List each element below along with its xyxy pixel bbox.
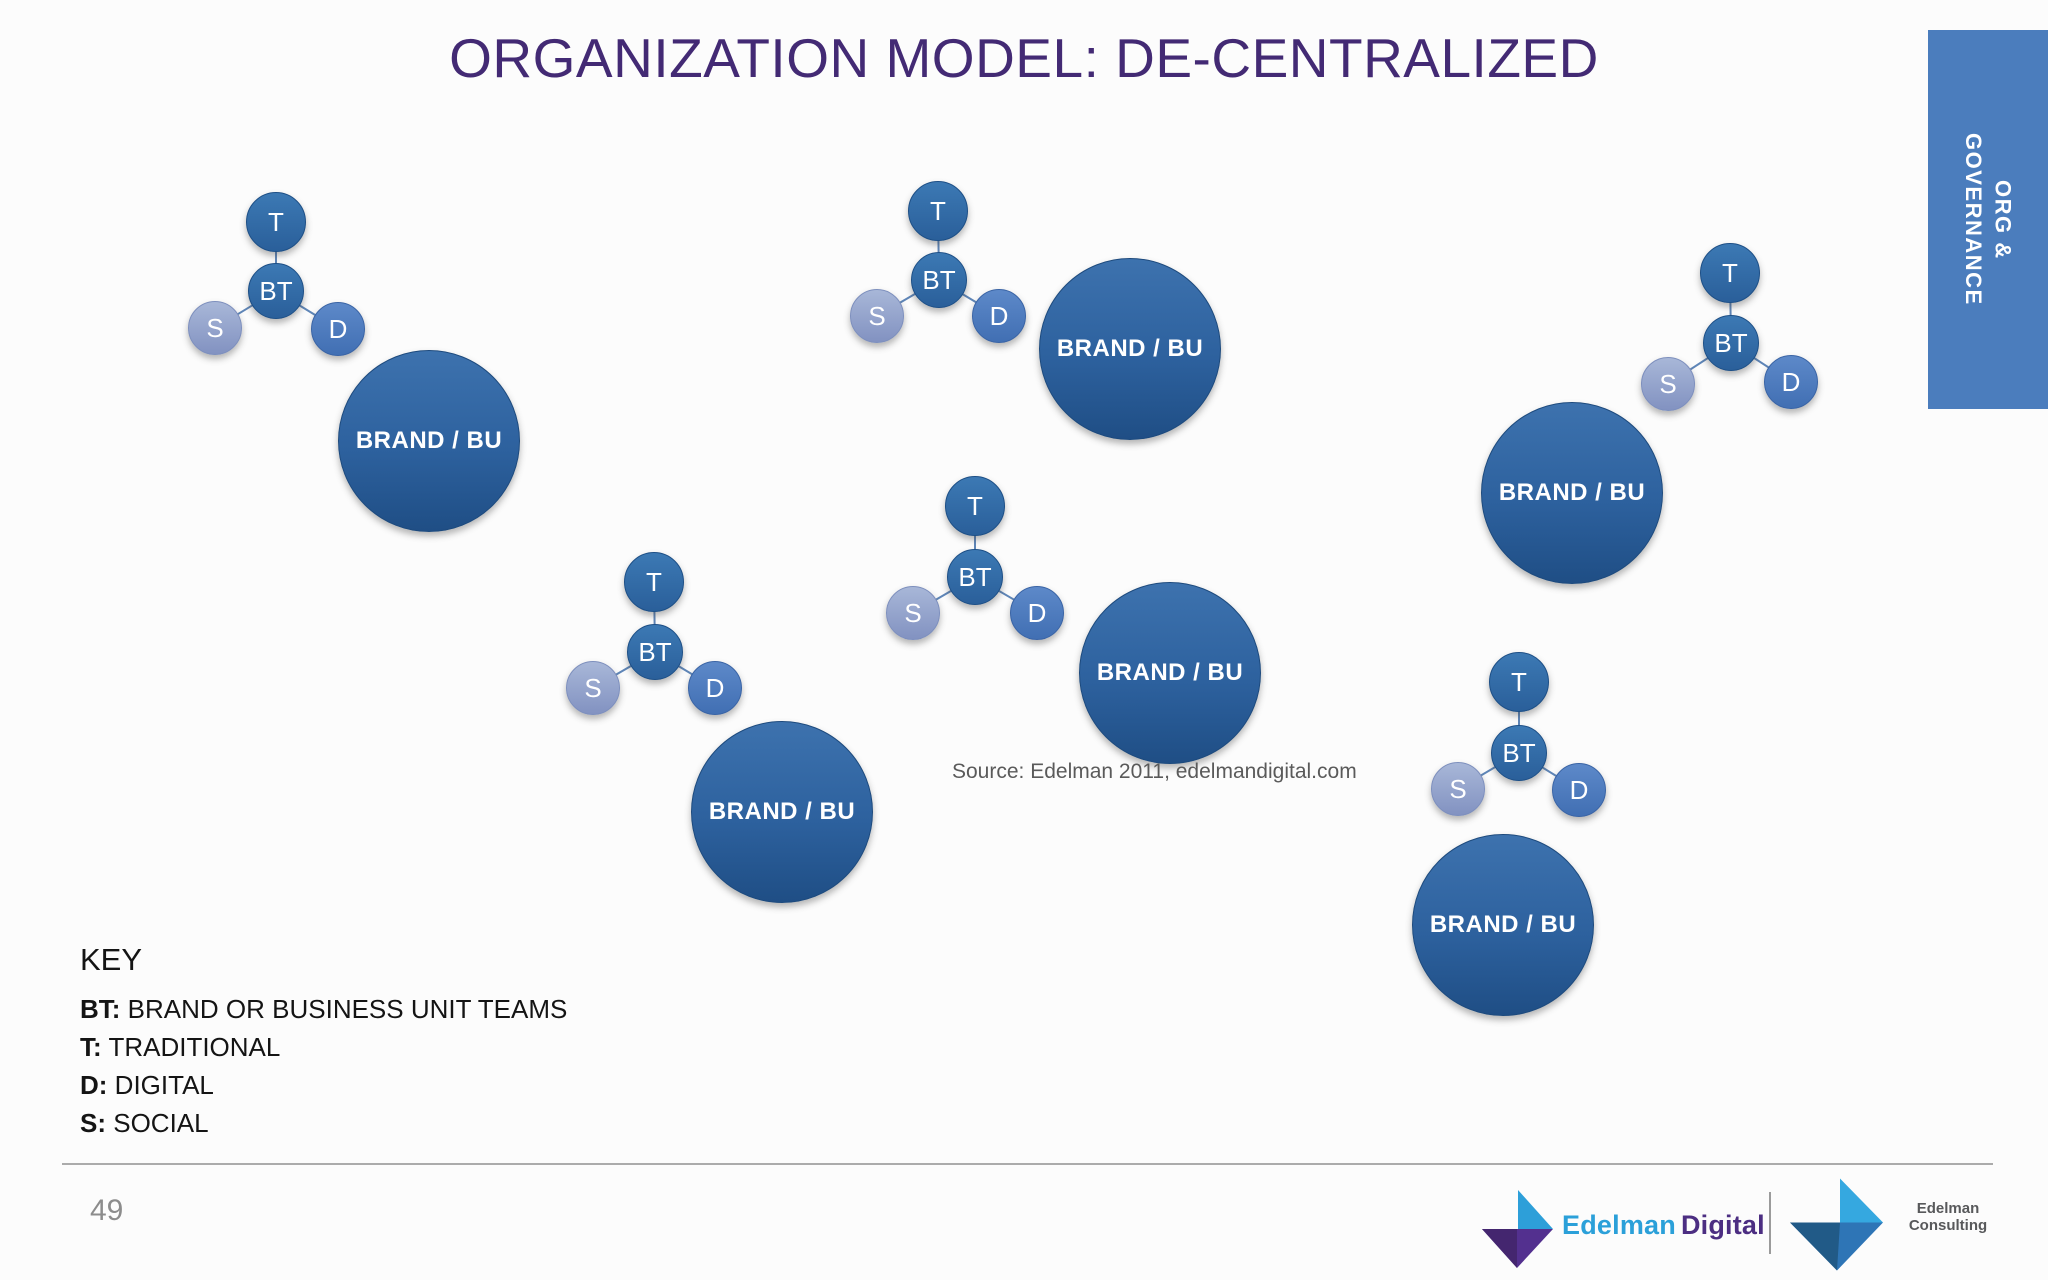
key-entry-t: T: TRADITIONAL bbox=[80, 1032, 281, 1062]
section-tab-org-governance: ORG & GOVERNANCE bbox=[1928, 30, 2048, 409]
edelman-consulting-logo-icon bbox=[1790, 1178, 1883, 1271]
node-d: D bbox=[972, 289, 1026, 343]
node-d: D bbox=[1552, 763, 1606, 817]
brand-bu-circle: BRAND / BU bbox=[1079, 582, 1261, 764]
node-t: T bbox=[1489, 652, 1549, 712]
key-entry-d: D: DIGITAL bbox=[80, 1070, 214, 1100]
source-citation: Source: Edelman 2011, edelmandigital.com bbox=[952, 760, 1357, 783]
brand-bu-circle: BRAND / BU bbox=[338, 350, 520, 532]
section-tab-line1: ORG & bbox=[1990, 179, 2016, 260]
page-number: 49 bbox=[90, 1194, 124, 1227]
node-d: D bbox=[311, 302, 365, 356]
slide-title: ORGANIZATION MODEL: DE-CENTRALIZED bbox=[449, 27, 1599, 89]
key-entry-bt: BT: BRAND OR BUSINESS UNIT TEAMS bbox=[80, 994, 568, 1024]
node-bt: BT bbox=[627, 624, 683, 680]
node-d: D bbox=[1010, 586, 1064, 640]
brand-bu-circle: BRAND / BU bbox=[691, 721, 873, 903]
node-bt: BT bbox=[947, 549, 1003, 605]
section-tab-line2: GOVERNANCE bbox=[1961, 133, 1986, 306]
node-d: D bbox=[1764, 355, 1818, 409]
node-t: T bbox=[624, 552, 684, 612]
node-t: T bbox=[1700, 243, 1760, 303]
node-s: S bbox=[1641, 357, 1695, 411]
node-s: S bbox=[886, 586, 940, 640]
node-s: S bbox=[188, 301, 242, 355]
node-t: T bbox=[945, 476, 1005, 536]
footer-divider bbox=[62, 1163, 1993, 1165]
key-legend: KEY BT: BRAND OR BUSINESS UNIT TEAMS T: … bbox=[80, 942, 567, 1142]
brand-bu-circle: BRAND / BU bbox=[1481, 402, 1663, 584]
edelman-digital-logo-icon bbox=[1482, 1190, 1553, 1268]
key-heading: KEY bbox=[80, 942, 143, 977]
brand-bu-circle: BRAND / BU bbox=[1412, 834, 1594, 1016]
node-t: T bbox=[908, 181, 968, 241]
node-bt: BT bbox=[911, 252, 967, 308]
edelman-consulting-wordmark: Edelman Consulting bbox=[1908, 1200, 1988, 1234]
key-entry-s: S: SOCIAL bbox=[80, 1108, 209, 1138]
section-tab-label: ORG & GOVERNANCE bbox=[1958, 133, 2017, 306]
node-t: T bbox=[246, 192, 306, 252]
node-s: S bbox=[850, 289, 904, 343]
brand-bu-circle: BRAND / BU bbox=[1039, 258, 1221, 440]
footer-logo-separator bbox=[1769, 1192, 1771, 1254]
node-bt: BT bbox=[1703, 315, 1759, 371]
node-bt: BT bbox=[248, 263, 304, 319]
node-bt: BT bbox=[1491, 725, 1547, 781]
node-d: D bbox=[688, 661, 742, 715]
node-s: S bbox=[566, 661, 620, 715]
node-s: S bbox=[1431, 762, 1485, 816]
